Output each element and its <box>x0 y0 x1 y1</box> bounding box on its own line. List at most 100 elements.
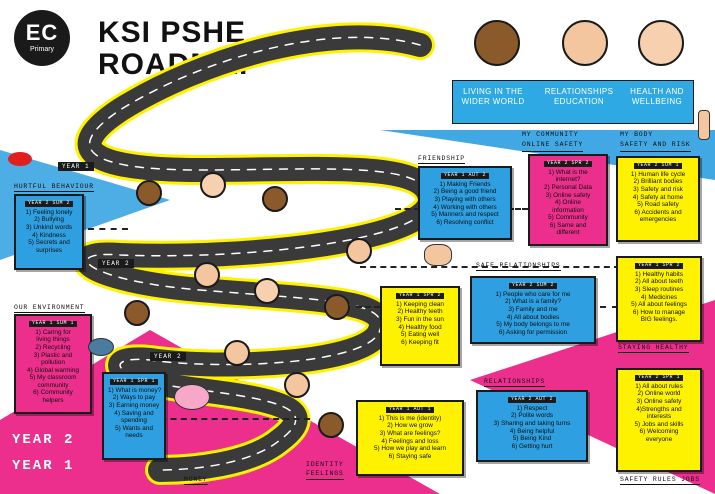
list-item: 2) All about teeth <box>635 278 683 286</box>
list-item: 2) How we grow <box>387 422 433 430</box>
list-item: 3) Sharing and taking turns <box>493 419 571 427</box>
list-item: 4) Saving and <box>114 409 154 417</box>
list-item: 4) Being helpful <box>509 427 555 435</box>
avatar-road-7 <box>324 294 350 320</box>
year-label-y2-mid: YEAR 2 <box>98 259 134 268</box>
connector-community <box>508 208 528 210</box>
list-item: living things <box>36 336 70 344</box>
list-item: 1) Making Friends <box>439 180 491 188</box>
list-item: 5) Road safety <box>637 201 679 209</box>
list-item: 3) Family and me <box>508 305 558 313</box>
avatar-boy-header <box>562 20 608 66</box>
list-item: 1) Feeling lonely <box>25 208 73 216</box>
list-item: 6) How to manage <box>632 308 686 316</box>
list-item: 5) Being Kind <box>512 435 552 443</box>
list-item: 5) My classroom <box>29 374 77 382</box>
list-item: 2) Being a good friend <box>433 188 497 196</box>
list-item: 5) Wants and <box>115 424 153 432</box>
list-item: 5) All about feelings <box>631 301 687 309</box>
list-item: 1) Caring for <box>35 328 71 336</box>
list-item: 3) Sleep routines <box>634 285 684 293</box>
section-community: MY COMMUNITY ONLINE SAFETY <box>522 130 584 152</box>
list-item: 6) Getting hurt <box>511 442 553 450</box>
connector-friendship <box>395 208 420 210</box>
list-item: 2) Healthy teeth <box>397 308 443 316</box>
section-friendship: FRIENDSHIP <box>418 155 466 164</box>
avatar-road-6 <box>254 278 280 304</box>
connector-healthy <box>600 306 618 308</box>
list-item: 4) Kindness <box>32 231 66 239</box>
list-item: 6) Keeping fit <box>401 338 439 346</box>
paint-splash-icon <box>8 152 32 166</box>
avatar-girl-header <box>474 20 520 66</box>
list-item: 6) Community <box>33 389 73 397</box>
list-item: helpers <box>42 396 64 404</box>
list-item: needs <box>125 432 143 440</box>
list-item: 4) Safety at home <box>632 193 684 201</box>
card-identity: YEAR 1 AUT 1 1) This is me (identity)2) … <box>356 400 464 476</box>
logo-sub: Primary <box>29 46 55 53</box>
list-item: 3) Fun in the sun <box>396 315 444 323</box>
list-item: 2) Online world <box>637 390 681 398</box>
list-item: 3) Earning money <box>108 401 160 409</box>
list-item: 2) Bullying <box>34 216 64 224</box>
list-item: 3) Safety and risk <box>633 185 683 193</box>
list-item: information <box>552 206 584 214</box>
section-environment: OUR ENVIRONMENT <box>14 304 85 313</box>
section-money: MONEY <box>184 476 208 485</box>
list-item: 3) Online safety <box>545 191 591 199</box>
list-item: 1) What is money? <box>108 386 162 394</box>
list-item: 4) Online <box>555 199 581 207</box>
list-item: 1) What is the <box>548 168 588 176</box>
year-label-y2-low: YEAR 2 <box>150 352 186 361</box>
category-banner <box>452 80 694 124</box>
list-item: 4) Feelings and loss <box>381 437 439 445</box>
avatar-ginger-header <box>638 20 684 66</box>
section-rules: SAFETY RULES JOBS <box>620 476 700 485</box>
list-item: interests <box>646 413 672 421</box>
avatar-road-10 <box>284 372 310 398</box>
pig-icon <box>174 384 210 410</box>
list-item: 6) Accidents and <box>634 208 682 216</box>
year-label-y1-top: YEAR 1 <box>58 162 94 171</box>
list-item: 2) Polite words <box>510 412 554 420</box>
section-identity: IDENTITY FEELINGS <box>306 460 344 481</box>
section-relationships: RELATIONSHIPS <box>484 378 546 387</box>
list-item: 2) Personal Data <box>544 183 592 191</box>
avatar-road-3 <box>262 186 288 212</box>
children-icon <box>424 244 452 266</box>
list-item: 3) Unkind words <box>25 223 73 231</box>
list-item: 5) My body belongs to me <box>496 321 570 329</box>
section-safe: SAFE RELATIONSHIPS <box>476 262 561 271</box>
avatar-road-4 <box>346 238 372 264</box>
logo-initials: EC <box>25 20 59 45</box>
avatar-road-5 <box>194 262 220 288</box>
list-item: 4) Medicines <box>640 293 678 301</box>
list-item: 6) Asking for permission <box>498 328 568 336</box>
list-item: surprises <box>36 246 62 254</box>
avatar-road-11 <box>318 412 344 438</box>
list-item: different <box>556 229 580 237</box>
list-item: 4) Global warming <box>27 366 79 374</box>
avatar-road-9 <box>224 340 250 366</box>
list-item: 3) Playing with others <box>434 195 496 203</box>
turtle-icon <box>88 338 114 356</box>
list-item: 5) Manners and respect <box>431 211 499 219</box>
list-item: 5) Eating well <box>400 331 440 339</box>
list-item: spending <box>121 417 147 425</box>
card-money: YEAR 1 SPR 1 1) What is money?2) Ways to… <box>102 372 166 460</box>
list-item: 2) Recycling <box>35 343 71 351</box>
